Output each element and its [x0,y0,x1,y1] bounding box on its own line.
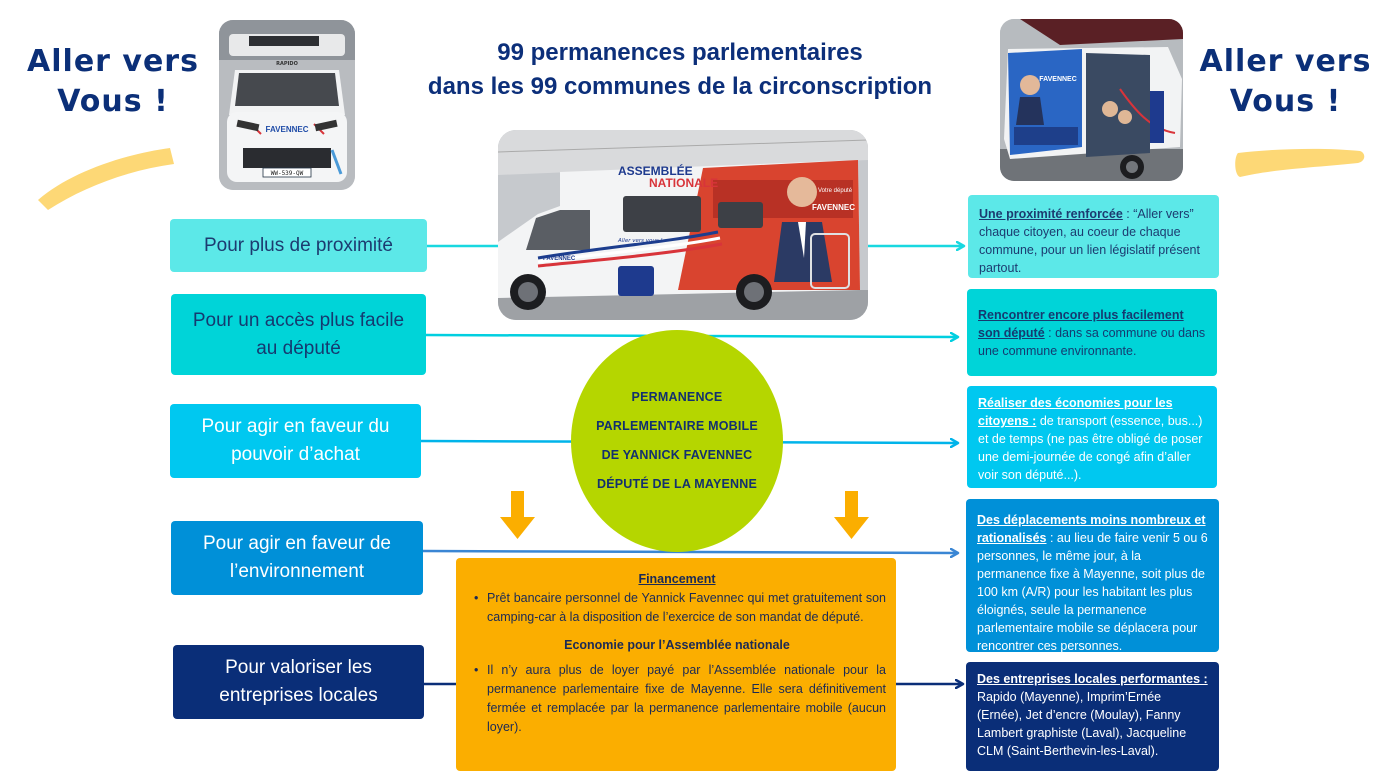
benefit-body: de transport (essence, bus...) et de tem… [978,414,1203,482]
photo-camper-front: RAPIDO FAVENNEC WW-539-QW [219,20,355,190]
benefit-heading: Rencontrer encore plus facilement son dé… [978,308,1184,340]
reason-text: Pour agir en faveur de l’environnement [202,533,391,582]
reason-box-proximity: Pour plus de proximité [170,219,427,272]
photo-camper-side: ASSEMBLÉE NATIONALE Aller vers vous ! Vo… [498,130,868,320]
benefit-body: “Aller vers” chaque citoyen, au coeur de… [979,207,1200,275]
benefit-box-savings: Réaliser des économies pour les citoyens… [967,386,1217,488]
reason-box-access: Pour un accès plus facile au député [171,294,426,375]
down-arrow-right-icon [834,491,869,539]
financing-heading: Financement [638,572,716,586]
financing-item: Prêt bancaire personnel de Yannick Faven… [468,589,886,627]
votre-depute-label: Votre député [818,188,853,194]
benefit-box-proximity: Une proximité renforcée : “Aller vers” c… [968,195,1219,278]
economy-list: Il n’y aura plus de loyer payé par l’Ass… [468,661,886,737]
benefit-box-companies: Des entreprises locales performantes : R… [966,662,1219,771]
benefit-heading: Des entreprises locales performantes : [977,672,1208,686]
economy-item: Il n’y aura plus de loyer payé par l’Ass… [468,661,886,737]
center-circle: PERMANENCE PARLEMENTAIRE MOBILE DE YANNI… [571,330,783,552]
connector-line-environment [422,551,957,553]
reason-box-purchasing-power: Pour agir en faveur du pouvoir d’achat [170,404,421,478]
benefit-heading: Une proximité renforcée [979,207,1123,221]
page-title: 99 permanences parlementaires dans les 9… [390,36,970,104]
title-line2: dans les 99 communes de la circonscripti… [427,73,933,100]
slogan-right-line2: Vous ! [1229,84,1342,119]
benefit-sep: : [1046,531,1057,545]
reason-text: Pour agir en faveur du pouvoir d’achat [201,416,390,465]
benefit-body: dans sa commune ou dans une commune envi… [978,326,1206,358]
brush-stroke-left [38,148,174,210]
rear-favennec-label: FAVENNEC [1039,76,1077,83]
financing-box: Financement Prêt bancaire personnel de Y… [456,558,896,771]
rapido-label: RAPIDO [276,61,298,67]
reason-box-local-companies: Pour valoriser les entreprises locales [173,645,424,719]
circle-line: PARLEMENTAIRE MOBILE [596,419,758,433]
brush-stroke-right [1235,148,1365,177]
reason-text: Pour valoriser les entreprises locales [219,657,378,706]
slogan-right-line1: Aller vers [1199,44,1372,79]
slogan-left-line1: Aller vers [27,44,199,79]
slogan-right: Aller vers Vous ! [1188,42,1383,122]
tagline-label: Aller vers vous ! [617,238,663,244]
benefit-heading: Réaliser des économies pour les citoyens… [978,396,1173,428]
financing-list: Prêt bancaire personnel de Yannick Faven… [468,589,886,627]
benefit-body: au lieu de faire venir 5 ou 6 personnes,… [977,531,1208,653]
benefit-sep: : [1044,326,1056,340]
assemblee-label: ASSEMBLÉE [618,163,693,178]
nationale-label: NATIONALE [649,176,718,190]
license-plate: WW-539-QW [271,170,304,177]
economy-heading: Economie pour l’Assemblée nationale [564,638,790,652]
title-line1: 99 permanences parlementaires [497,39,863,66]
benefit-body: Rapido (Mayenne), Imprim’Ernée (Ernée), … [977,690,1187,758]
circle-line: DE YANNICK FAVENNEC [601,448,753,462]
slogan-left-line2: Vous ! [57,84,169,119]
circle-line: DÉPUTÉ DE LA MAYENNE [596,477,758,491]
down-arrow-left-icon [500,491,535,539]
reason-text: Pour un accès plus facile au député [192,309,405,359]
benefit-heading: Des déplacements moins nombreux et ratio… [977,513,1206,545]
benefit-sep: : [1122,207,1134,221]
reason-box-environment: Pour agir en faveur de l’environnement [171,521,423,595]
benefit-box-travel: Des déplacements moins nombreux et ratio… [966,499,1219,653]
benefit-box-access: Rencontrer encore plus facilement son dé… [967,289,1217,376]
side-favennec-label: FAVENNEC [812,203,855,212]
photo-camper-rear: FAVENNEC [1000,19,1183,181]
reason-text: Pour plus de proximité [203,234,394,256]
favennec-sticker: FAVENNEC [266,125,309,134]
circle-line: PERMANENCE [631,390,723,404]
slogan-left: Aller vers Vous ! [18,42,208,122]
cab-favennec-label: FAVENNEC [543,256,576,262]
